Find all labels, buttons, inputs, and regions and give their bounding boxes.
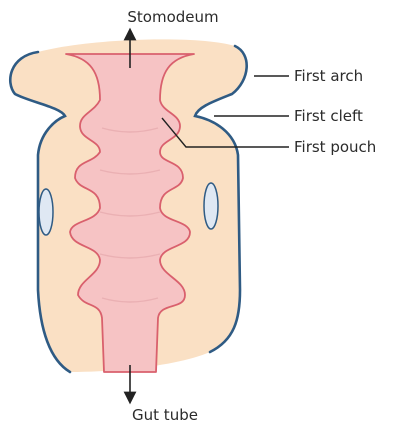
first-arch-label: First arch [294,67,363,85]
first-cleft-label: First cleft [294,107,363,125]
left-otic-vesicle [39,189,53,235]
right-otic-vesicle [204,183,218,229]
gut-tube-label: Gut tube [132,406,198,424]
stomodeum-label: Stomodeum [127,8,218,26]
first-pouch-label: First pouch [294,138,376,156]
